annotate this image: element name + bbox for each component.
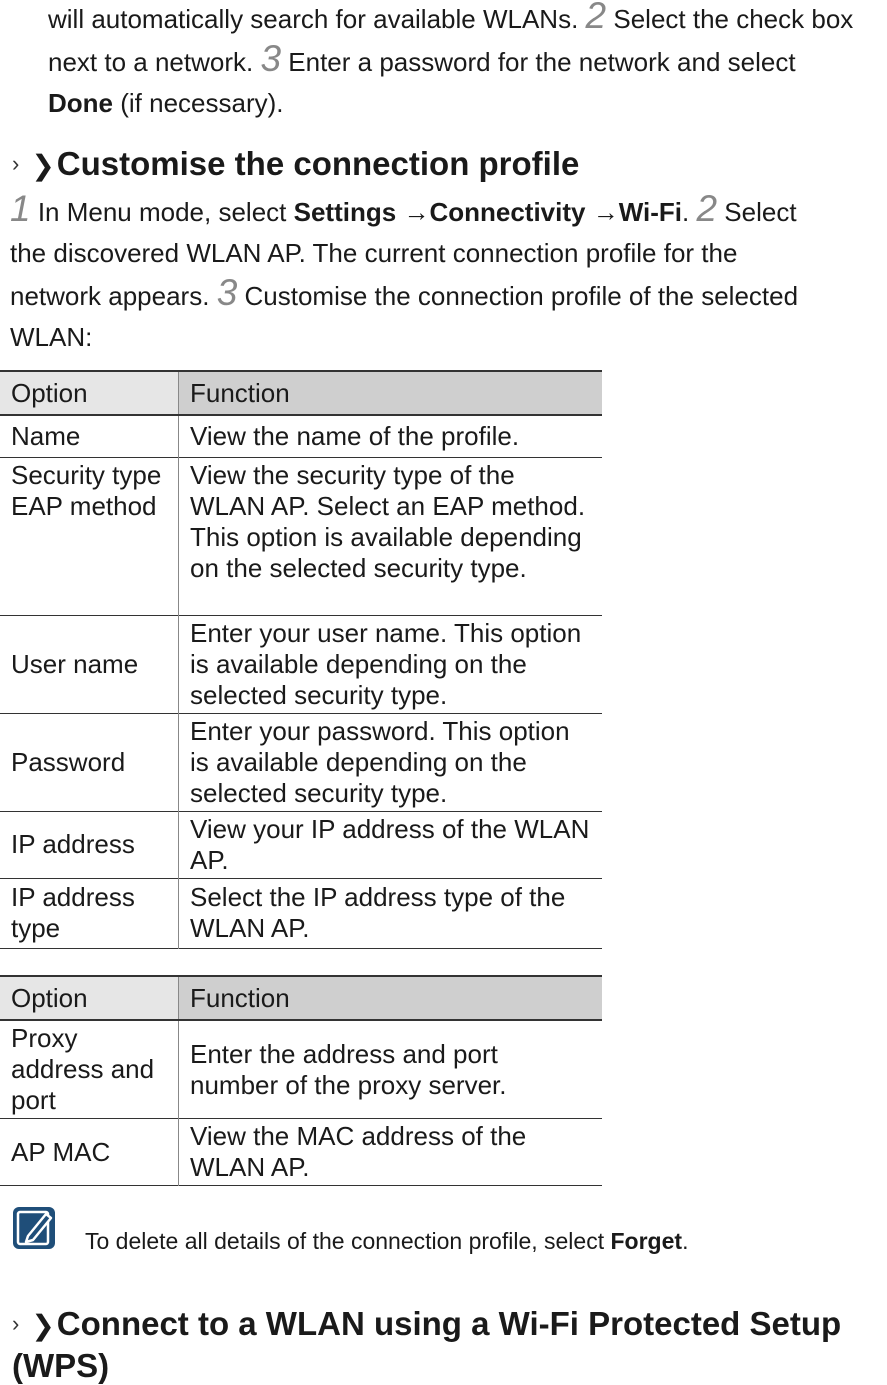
function-cell: View the name of the profile. (190, 420, 520, 451)
profile-options-table: Option Function Name View the name of th… (0, 370, 602, 949)
step-number: 2 (696, 188, 718, 229)
table-row: Proxy address and port Enter the address… (0, 1020, 602, 1119)
step-number: 3 (216, 272, 238, 313)
option-cell: Security type EAP method (0, 457, 179, 615)
menu-path-connectivity: Connectivity (429, 197, 586, 227)
section-heading-customise: ›❯Customise the connection profile (12, 145, 580, 182)
option-cell: IP address (0, 811, 179, 878)
option-cell: User name (0, 615, 179, 713)
step-number: 3 (260, 38, 282, 79)
option-cell: AP MAC (0, 1118, 179, 1186)
option-cell: Password (0, 713, 179, 811)
step-number: 1 (10, 188, 31, 229)
menu-path-wifi: Wi-Fi (618, 197, 683, 227)
column-header-function: Function (178, 371, 602, 415)
table-row: Password Enter your password. This optio… (0, 713, 602, 811)
intro-paragraph: will automatically search for available … (48, 0, 887, 124)
chevron-right-icon: › (12, 151, 20, 176)
function-cell: Select the IP address type of the WLAN A… (190, 882, 566, 943)
column-header-function: Function (178, 976, 602, 1020)
function-cell: Enter your password. This option is avai… (190, 715, 570, 808)
function-cell: View the security type of the WLAN AP. S… (190, 459, 586, 583)
column-header-option: Option (0, 371, 179, 415)
function-cell: Enter the address and port number of the… (190, 1038, 507, 1100)
function-cell: Enter your user name. This option is ava… (190, 617, 582, 710)
option-cell: Name (0, 415, 179, 457)
arrow-right-icon: → (403, 197, 430, 227)
section-heading-wps: ›❯Connect to a WLAN using a Wi-Fi Protec… (12, 1305, 842, 1384)
chevron-right-icon: ❯ (31, 150, 55, 181)
table-row: Name View the name of the profile. (0, 415, 602, 457)
table-row: IP address type Select the IP address ty… (0, 878, 602, 948)
note-pencil-icon (13, 1207, 55, 1249)
column-header-option: Option (0, 976, 179, 1020)
table-header-row: Option Function (0, 371, 602, 415)
proxy-options-table: Option Function Proxy address and port E… (0, 975, 602, 1186)
function-cell: View your IP address of the WLAN AP. (190, 813, 590, 875)
table-header-row: Option Function (0, 976, 602, 1020)
section1-steps: 1 In Menu mode, select Settings →Connect… (10, 188, 799, 352)
table-row: IP address View your IP address of the W… (0, 811, 602, 878)
option-cell: IP address type (0, 878, 179, 948)
done-label: Done (48, 88, 113, 118)
note-text: To delete all details of the connection … (85, 1228, 689, 1254)
step-number: 2 (585, 0, 607, 36)
option-cell: Proxy address and port (0, 1020, 179, 1119)
forget-label: Forget (610, 1228, 683, 1254)
chevron-right-icon: › (12, 1311, 20, 1336)
table-row: AP MAC View the MAC address of the WLAN … (0, 1118, 602, 1186)
function-cell: View the MAC address of the WLAN AP. (190, 1121, 527, 1182)
menu-path-settings: Settings (293, 197, 397, 227)
table-row: User name Enter your user name. This opt… (0, 615, 602, 713)
table-row: Security type EAP method View the securi… (0, 457, 602, 615)
arrow-right-icon: → (592, 197, 619, 227)
chevron-right-icon: ❯ (31, 1310, 55, 1341)
